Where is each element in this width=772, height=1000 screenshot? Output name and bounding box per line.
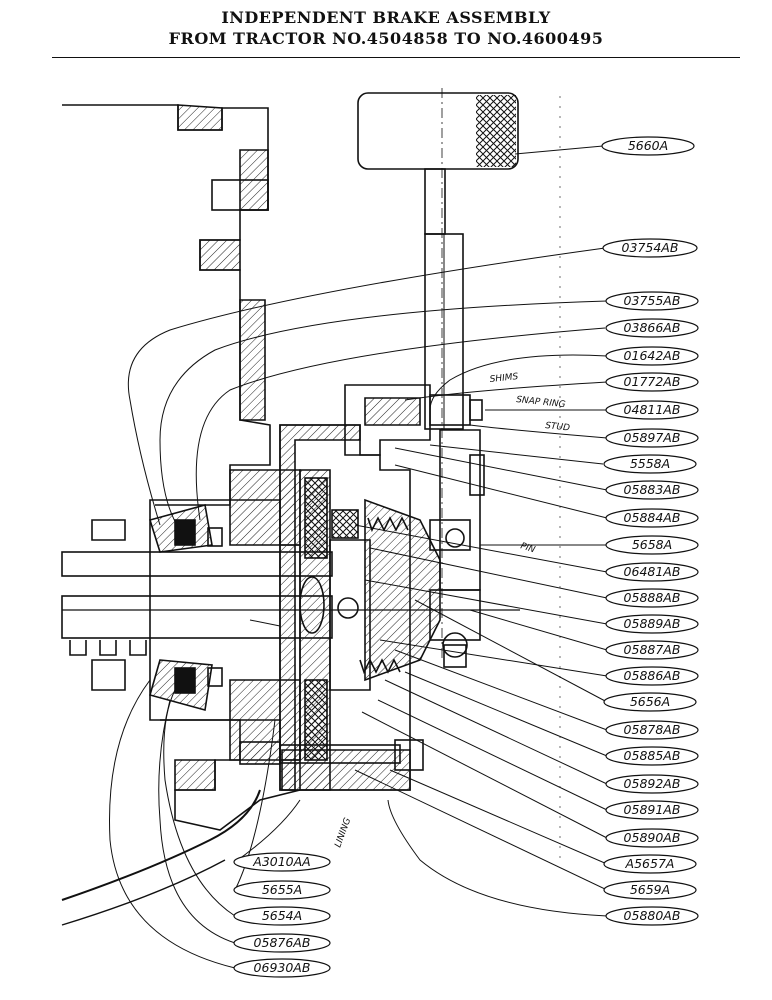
part-label: 5659A <box>603 880 697 900</box>
part-label: 05888AB <box>605 588 699 608</box>
part-label: 5660A <box>601 136 695 156</box>
svg-text:05890AB: 05890AB <box>624 830 681 845</box>
ball <box>337 597 359 619</box>
part-label: 5654A <box>233 906 331 926</box>
svg-text:05880AB: 05880AB <box>624 908 681 923</box>
part-label: 03866AB <box>605 318 699 338</box>
svg-text:5558A: 5558A <box>630 456 670 471</box>
svg-text:01642AB: 01642AB <box>624 348 681 363</box>
upper-housing-bore <box>211 179 269 211</box>
title-rule <box>52 57 740 58</box>
svg-text:05889AB: 05889AB <box>624 616 681 631</box>
part-label: 04811AB <box>605 400 699 420</box>
part-label: 01642AB <box>605 346 699 366</box>
leader-lines <box>109 145 608 969</box>
svg-text:05878AB: 05878AB <box>624 722 681 737</box>
part-label: 01772AB <box>605 372 699 392</box>
svg-text:5659A: 5659A <box>630 882 670 897</box>
part-label: 06930AB <box>233 958 331 978</box>
svg-text:5655A: 5655A <box>262 882 302 897</box>
page-subtitle: FROM TRACTOR NO.4504858 TO NO.4600495 <box>168 29 604 48</box>
svg-text:05891AB: 05891AB <box>624 802 681 817</box>
svg-text:06930AB: 06930AB <box>254 960 311 975</box>
outer-housing-curve <box>61 789 261 901</box>
svg-text:04811AB: 04811AB <box>624 402 681 417</box>
svg-text:5658A: 5658A <box>632 537 672 552</box>
part-label: 5656A <box>603 692 697 712</box>
part-label: 03754AB <box>602 238 698 258</box>
svg-text:5660A: 5660A <box>628 138 668 153</box>
upper-housing <box>62 104 271 506</box>
part-label: 05878AB <box>605 720 699 740</box>
svg-text:05886AB: 05886AB <box>624 668 681 683</box>
svg-text:05892AB: 05892AB <box>624 776 681 791</box>
part-label: 05880AB <box>605 906 699 926</box>
pressure-plate <box>364 498 441 682</box>
right-label-group: 5660A 03754AB 03755AB 03866AB 01642AB 01… <box>601 136 699 926</box>
svg-text:05876AB: 05876AB <box>254 935 311 950</box>
part-label: 03755AB <box>605 291 699 311</box>
part-label: 05886AB <box>605 666 699 686</box>
svg-text:05888AB: 05888AB <box>624 590 681 605</box>
svg-text:A5657A: A5657A <box>625 856 675 871</box>
part-label: 05892AB <box>605 774 699 794</box>
note-snap-ring: SNAP RING <box>516 395 566 410</box>
part-label: 5558A <box>603 454 697 474</box>
part-label: 5658A <box>605 535 699 555</box>
part-label: 05889AB <box>605 614 699 634</box>
part-label: 05890AB <box>605 828 699 848</box>
part-label: 05891AB <box>605 800 699 820</box>
upper-bracket <box>344 384 431 456</box>
svg-text:05883AB: 05883AB <box>624 482 681 497</box>
svg-text:03755AB: 03755AB <box>624 293 681 308</box>
lining-lower <box>304 679 328 761</box>
lower-bolt-head <box>239 741 281 765</box>
svg-text:05897AB: 05897AB <box>624 430 681 445</box>
part-label: 05897AB <box>605 428 699 448</box>
part-label: A5657A <box>603 854 697 874</box>
svg-text:03754AB: 03754AB <box>622 240 679 255</box>
page-title: INDEPENDENT BRAKE ASSEMBLY <box>221 8 551 27</box>
axle-shaft-lower <box>61 595 333 639</box>
svg-text:03866AB: 03866AB <box>624 320 681 335</box>
upper-housing-hatch <box>177 104 269 421</box>
actuating-disc <box>329 539 371 691</box>
part-label: 5655A <box>233 880 331 900</box>
axle-teeth <box>69 519 147 691</box>
part-label: 06481AB <box>605 562 699 582</box>
note-shims: SHIMS <box>489 372 519 385</box>
pedal-rod-upper <box>424 168 446 235</box>
svg-text:A3010AA: A3010AA <box>252 854 310 869</box>
note-pin: PIN <box>519 541 536 555</box>
svg-text:5654A: 5654A <box>262 908 302 923</box>
lining-upper <box>304 477 328 559</box>
spring-lower <box>359 658 401 675</box>
part-label: 05884AB <box>605 508 699 528</box>
svg-text:06481AB: 06481AB <box>624 564 681 579</box>
part-label: 05887AB <box>605 640 699 660</box>
svg-text:01772AB: 01772AB <box>624 374 681 389</box>
svg-text:05885AB: 05885AB <box>624 748 681 763</box>
part-label: 05885AB <box>605 746 699 766</box>
drawing-body <box>61 88 561 926</box>
part-label: 05876AB <box>233 933 331 953</box>
part-label: A3010AA <box>233 852 331 872</box>
note-lining: LINING <box>333 817 353 849</box>
note-stud: STUD <box>545 421 571 434</box>
svg-text:05887AB: 05887AB <box>624 642 681 657</box>
svg-text:5656A: 5656A <box>630 694 670 709</box>
part-label: 05883AB <box>605 480 699 500</box>
left-label-group: A3010AA 5655A 5654A 05876AB 06930AB <box>233 852 331 978</box>
svg-text:05884AB: 05884AB <box>624 510 681 525</box>
axle-shaft-upper <box>61 551 333 577</box>
